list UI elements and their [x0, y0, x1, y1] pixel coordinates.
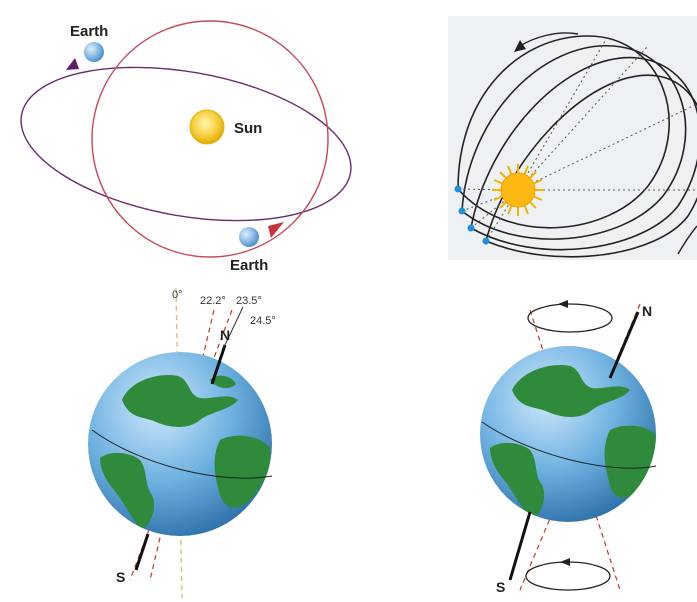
eccentricity-svg: Sun Earth Earth	[20, 20, 352, 274]
angle-min-label: 22.2°	[200, 295, 226, 307]
orbit-point-2	[458, 207, 466, 215]
precession-arrow-bottom-icon	[560, 558, 570, 566]
north-axis	[608, 311, 640, 379]
earth-top-icon	[84, 42, 104, 62]
angle-mid-label: 23.5°	[236, 295, 262, 307]
elliptical-orbit	[20, 66, 352, 222]
land-mass	[210, 375, 236, 389]
angle-zero-label: 0°	[172, 289, 183, 301]
land-mass	[490, 442, 545, 520]
south-label: S	[116, 569, 125, 585]
orbit-point-4	[482, 237, 490, 245]
land-mass	[122, 375, 238, 427]
south-axis	[508, 511, 532, 581]
earth-label-bottom: Earth	[230, 257, 268, 274]
land-mass	[214, 435, 271, 508]
precession-circle-top	[527, 303, 613, 333]
north-axis	[210, 344, 227, 385]
path-ellipse-1	[457, 35, 670, 229]
land-mass	[604, 425, 656, 498]
orbit-point-1	[454, 185, 462, 193]
land-mass	[512, 365, 630, 417]
earth-bottom-icon	[239, 227, 259, 247]
angle-mid-leader	[224, 306, 244, 346]
equator-line	[481, 421, 657, 469]
circular-orbit	[91, 20, 329, 258]
north-label: N	[642, 303, 652, 319]
path-ellipse-2	[461, 45, 687, 240]
precession-arrow-top-icon	[558, 300, 568, 308]
north-label: N	[220, 327, 230, 343]
south-axis	[134, 533, 150, 571]
path-radius-1	[517, 35, 609, 191]
orbit-point-3	[467, 224, 475, 232]
orbit-arrow-purple	[66, 58, 79, 70]
path-ellipse-3	[470, 56, 697, 251]
earth-label-top: Earth	[70, 23, 108, 40]
eccentricity-diagram: Sun Earth Earth	[0, 0, 360, 285]
sun-label: Sun	[234, 120, 262, 137]
obliquity-diagram: 0° 22.2° 23.5° 24.5° N S	[60, 280, 360, 602]
angle-max-label: 24.5°	[250, 315, 276, 327]
path-radius-3	[517, 103, 697, 191]
path-radius-2	[517, 45, 649, 191]
rotation-arrow-bottom-icon	[677, 225, 697, 255]
rotation-arrowhead-top-icon	[514, 40, 526, 52]
precession-paths-diagram	[448, 16, 697, 260]
rotation-arrow-top-icon	[519, 32, 579, 47]
axial-precession-svg: N S	[480, 300, 657, 595]
axial-precession-diagram: N S	[460, 290, 697, 602]
south-label: S	[496, 579, 505, 595]
sun-icon	[189, 109, 225, 145]
precession-circle-bottom	[525, 561, 611, 591]
precession-paths-svg	[454, 32, 697, 258]
obliquity-svg: 0° 22.2° 23.5° 24.5° N S	[88, 287, 276, 599]
equator-line	[91, 429, 273, 479]
path-ellipse-4	[485, 74, 697, 258]
sun-icon	[500, 172, 536, 208]
land-mass	[100, 452, 155, 530]
orbit-arrow-red	[268, 222, 284, 238]
